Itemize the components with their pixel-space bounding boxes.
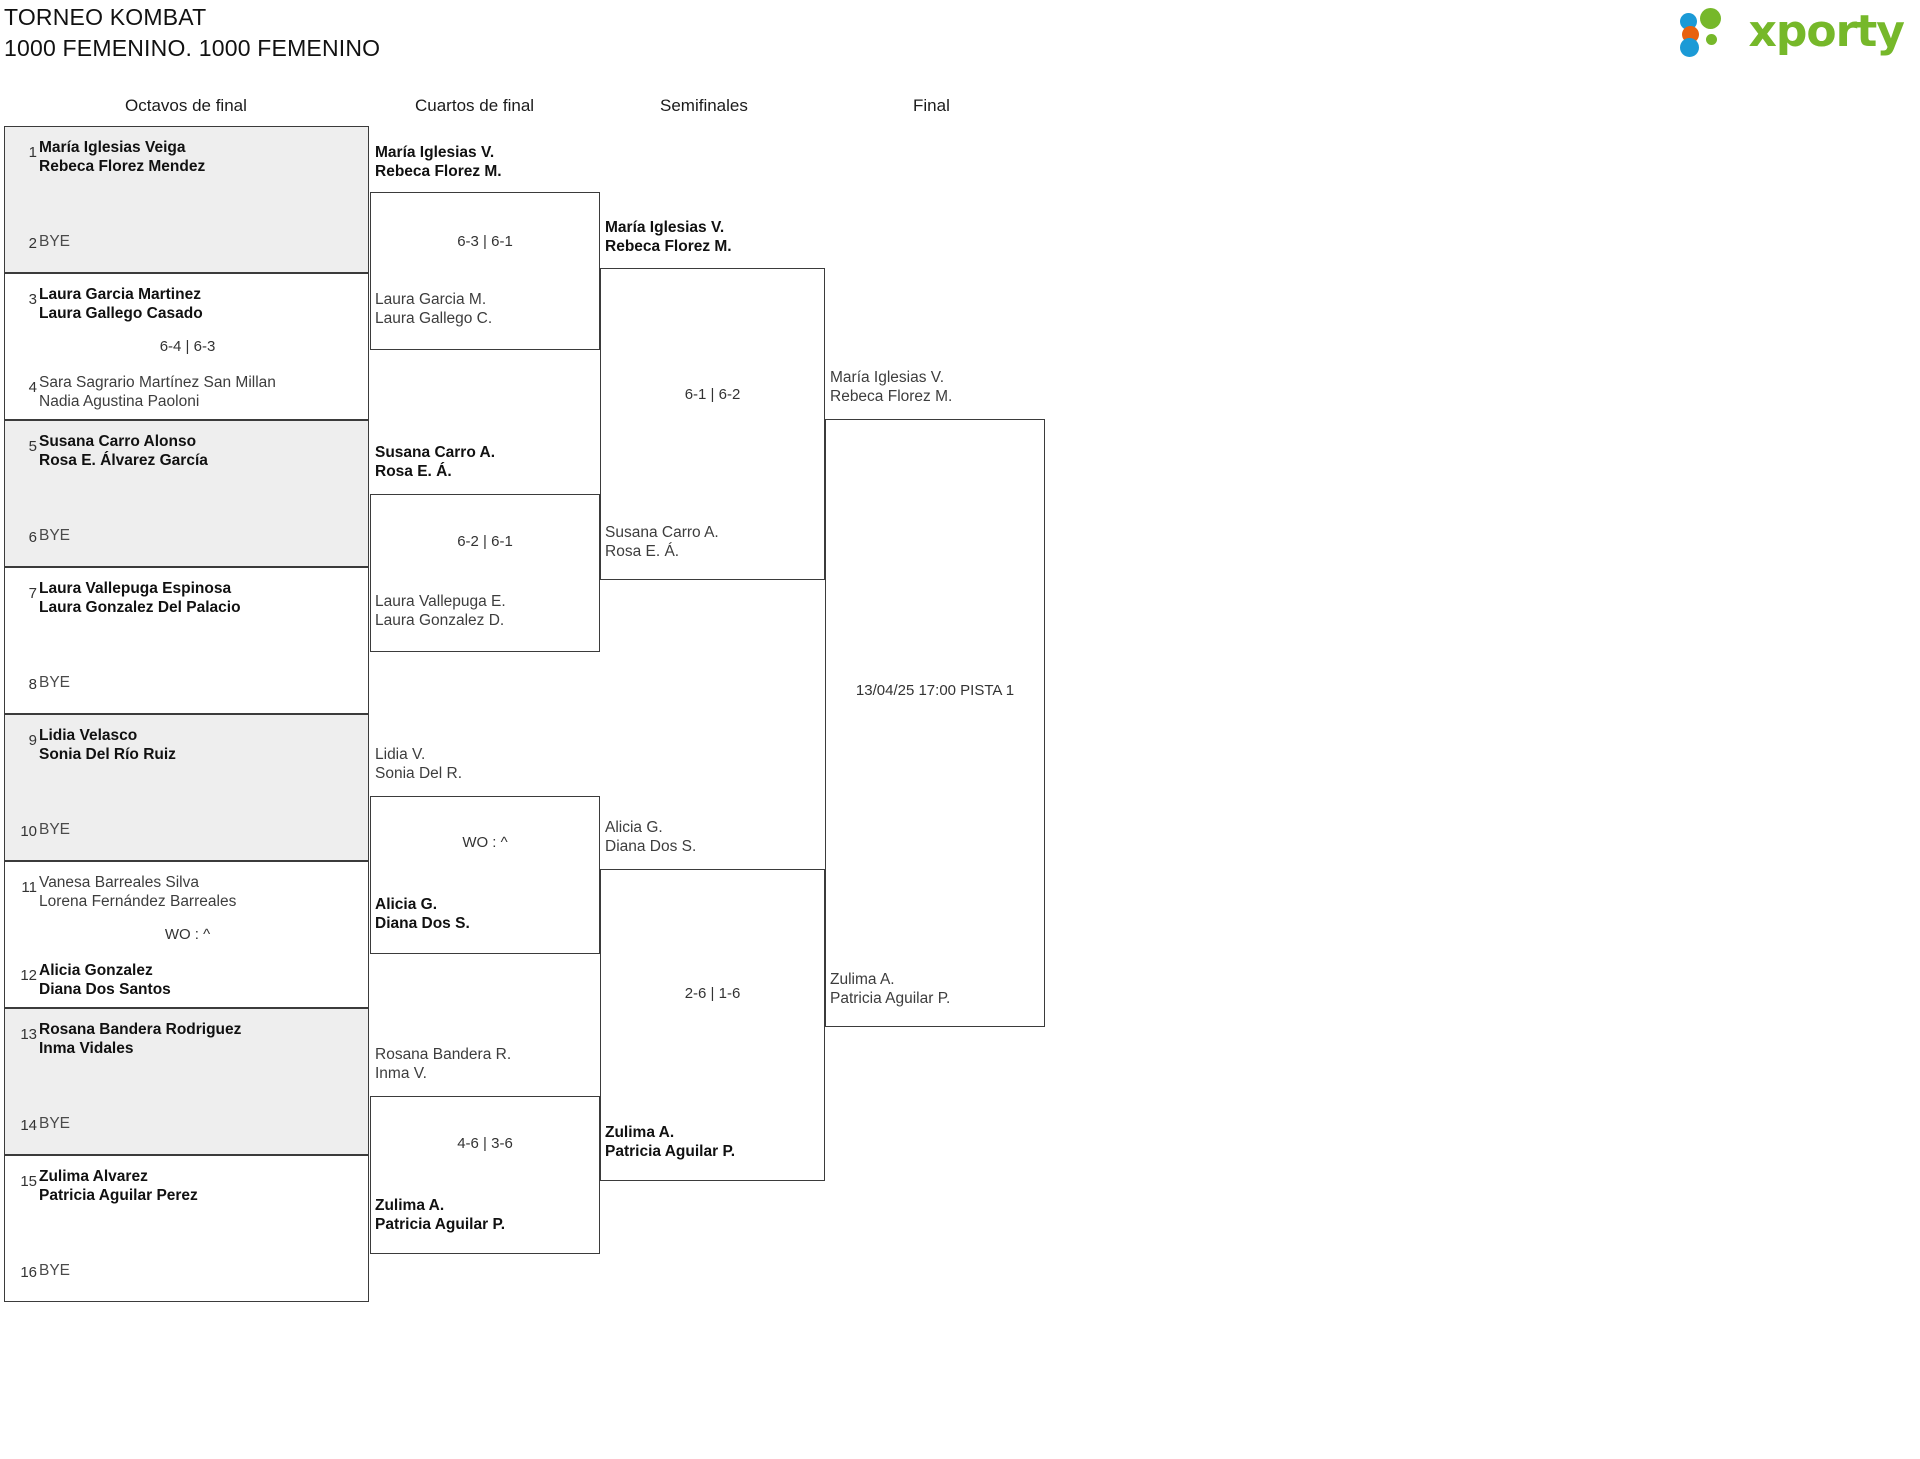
r1-match-8[interactable]: 15 Zulima Alvarez Patricia Aguilar Perez… bbox=[4, 1155, 369, 1302]
sf2-player-top[interactable]: Alicia G. Diana Dos S. bbox=[605, 819, 697, 855]
seed-number: 10 bbox=[20, 823, 37, 840]
r1-player-top: Laura Vallepuga Espinosa Laura Gonzalez … bbox=[39, 580, 241, 616]
qf2-score: 6-2 | 6-1 bbox=[457, 533, 513, 550]
sf1-connector[interactable] bbox=[600, 268, 825, 580]
seed-number: 9 bbox=[28, 732, 37, 749]
sf2-player-bottom[interactable]: Zulima A. Patricia Aguilar P. bbox=[605, 1124, 736, 1160]
round-header-semifinales: Semifinales bbox=[660, 96, 748, 115]
qf2-connector[interactable] bbox=[370, 494, 600, 652]
seed-number: 5 bbox=[28, 438, 37, 455]
sf1-score: 6-1 | 6-2 bbox=[684, 386, 741, 403]
seed-number: 15 bbox=[20, 1173, 37, 1190]
qf1-player-bottom[interactable]: Laura Garcia M. Laura Gallego C. bbox=[375, 291, 493, 327]
r1-player-top: Susana Carro Alonso Rosa E. Álvarez Garc… bbox=[39, 433, 208, 469]
qf4-connector[interactable] bbox=[370, 1096, 600, 1254]
round-header-final: Final bbox=[913, 96, 950, 115]
qf3-player-top[interactable]: Lidia V. Sonia Del R. bbox=[375, 746, 463, 782]
r1-player-bottom: BYE bbox=[39, 527, 71, 544]
seed-number: 3 bbox=[28, 291, 37, 308]
sf1-player-top[interactable]: María Iglesias V. Rebeca Florez M. bbox=[605, 219, 732, 255]
r1-player-top: Zulima Alvarez Patricia Aguilar Perez bbox=[39, 1168, 198, 1204]
logo-wordmark: xporty bbox=[1748, 6, 1905, 57]
r1-player-bottom: Sara Sagrario Martínez San Millan Nadia … bbox=[39, 374, 276, 410]
r1-player-bottom: BYE bbox=[39, 674, 71, 691]
seed-number: 12 bbox=[20, 967, 37, 984]
seed-number: 1 bbox=[28, 144, 37, 161]
qf3-player-bottom[interactable]: Alicia G. Diana Dos S. bbox=[375, 896, 470, 932]
r1-player-bottom: BYE bbox=[39, 821, 71, 838]
qf4-player-top[interactable]: Rosana Bandera R. Inma V. bbox=[375, 1046, 512, 1082]
qf4-player-bottom[interactable]: Zulima A. Patricia Aguilar P. bbox=[375, 1197, 506, 1233]
xporty-logo[interactable]: xporty bbox=[1680, 6, 1905, 57]
r1-player-bottom: BYE bbox=[39, 1115, 71, 1132]
r1-match-7[interactable]: 13 Rosana Bandera Rodriguez Inma Vidales… bbox=[4, 1008, 369, 1155]
r1-match-5[interactable]: 9 Lidia Velasco Sonia Del Río Ruiz 10 BY… bbox=[4, 714, 369, 861]
final-connector[interactable] bbox=[825, 419, 1045, 1027]
r1-player-top: María Iglesias Veiga Rebeca Florez Mende… bbox=[39, 139, 206, 175]
seed-number: 14 bbox=[20, 1117, 37, 1134]
r1-match-2[interactable]: 3 Laura Garcia Martinez Laura Gallego Ca… bbox=[4, 273, 369, 420]
tournament-name: TORNEO KOMBAT bbox=[4, 4, 207, 30]
tournament-category: 1000 FEMENINO. 1000 FEMENINO bbox=[4, 35, 381, 61]
r1-match-4[interactable]: 7 Laura Vallepuga Espinosa Laura Gonzale… bbox=[4, 567, 369, 714]
final-schedule: 13/04/25 17:00 PISTA 1 bbox=[855, 682, 1015, 699]
r1-match-1[interactable]: 1 María Iglesias Veiga Rebeca Florez Men… bbox=[4, 126, 369, 273]
sf2-connector[interactable] bbox=[600, 869, 825, 1181]
qf1-connector[interactable] bbox=[370, 192, 600, 350]
r1-player-bottom: Alicia Gonzalez Diana Dos Santos bbox=[39, 962, 171, 998]
seed-number: 7 bbox=[28, 585, 37, 602]
r1-score: 6-4 | 6-3 bbox=[159, 338, 216, 355]
seed-number: 13 bbox=[20, 1026, 37, 1043]
qf4-score: 4-6 | 3-6 bbox=[457, 1135, 513, 1152]
sf2-score: 2-6 | 1-6 bbox=[684, 985, 741, 1002]
seed-number: 11 bbox=[21, 879, 37, 896]
round-header-octavos: Octavos de final bbox=[125, 96, 247, 115]
r1-player-top: Laura Garcia Martinez Laura Gallego Casa… bbox=[39, 286, 203, 322]
seed-number: 2 bbox=[28, 235, 37, 252]
qf2-player-top[interactable]: Susana Carro A. Rosa E. Á. bbox=[375, 444, 496, 480]
qf1-score: 6-3 | 6-1 bbox=[457, 233, 513, 250]
r1-player-top: Vanesa Barreales Silva Lorena Fernández … bbox=[39, 874, 237, 910]
final-player-bottom[interactable]: Zulima A. Patricia Aguilar P. bbox=[830, 971, 951, 1007]
final-player-top[interactable]: María Iglesias V. Rebeca Florez M. bbox=[830, 369, 953, 405]
page-title: TORNEO KOMBAT 1000 FEMENINO. 1000 FEMENI… bbox=[4, 2, 380, 64]
r1-score: WO : ^ bbox=[164, 926, 211, 943]
seed-number: 4 bbox=[28, 379, 37, 396]
r1-player-bottom: BYE bbox=[39, 233, 71, 250]
qf3-connector[interactable] bbox=[370, 796, 600, 954]
qf1-player-top[interactable]: María Iglesias V. Rebeca Florez M. bbox=[375, 144, 502, 180]
logo-dots-icon bbox=[1680, 8, 1740, 57]
seed-number: 8 bbox=[28, 676, 37, 693]
r1-match-6[interactable]: 11 Vanesa Barreales Silva Lorena Fernánd… bbox=[4, 861, 369, 1008]
seed-number: 16 bbox=[20, 1264, 37, 1281]
r1-player-bottom: BYE bbox=[39, 1262, 71, 1279]
r1-player-top: Rosana Bandera Rodriguez Inma Vidales bbox=[39, 1021, 242, 1057]
qf2-player-bottom[interactable]: Laura Vallepuga E. Laura Gonzalez D. bbox=[375, 593, 506, 629]
sf1-player-bottom[interactable]: Susana Carro A. Rosa E. Á. bbox=[605, 524, 719, 560]
round-header-cuartos: Cuartos de final bbox=[415, 96, 535, 115]
seed-number: 6 bbox=[28, 529, 37, 546]
r1-player-top: Lidia Velasco Sonia Del Río Ruiz bbox=[39, 727, 176, 763]
r1-match-3[interactable]: 5 Susana Carro Alonso Rosa E. Álvarez Ga… bbox=[4, 420, 369, 567]
qf3-score: WO : ^ bbox=[462, 834, 508, 851]
